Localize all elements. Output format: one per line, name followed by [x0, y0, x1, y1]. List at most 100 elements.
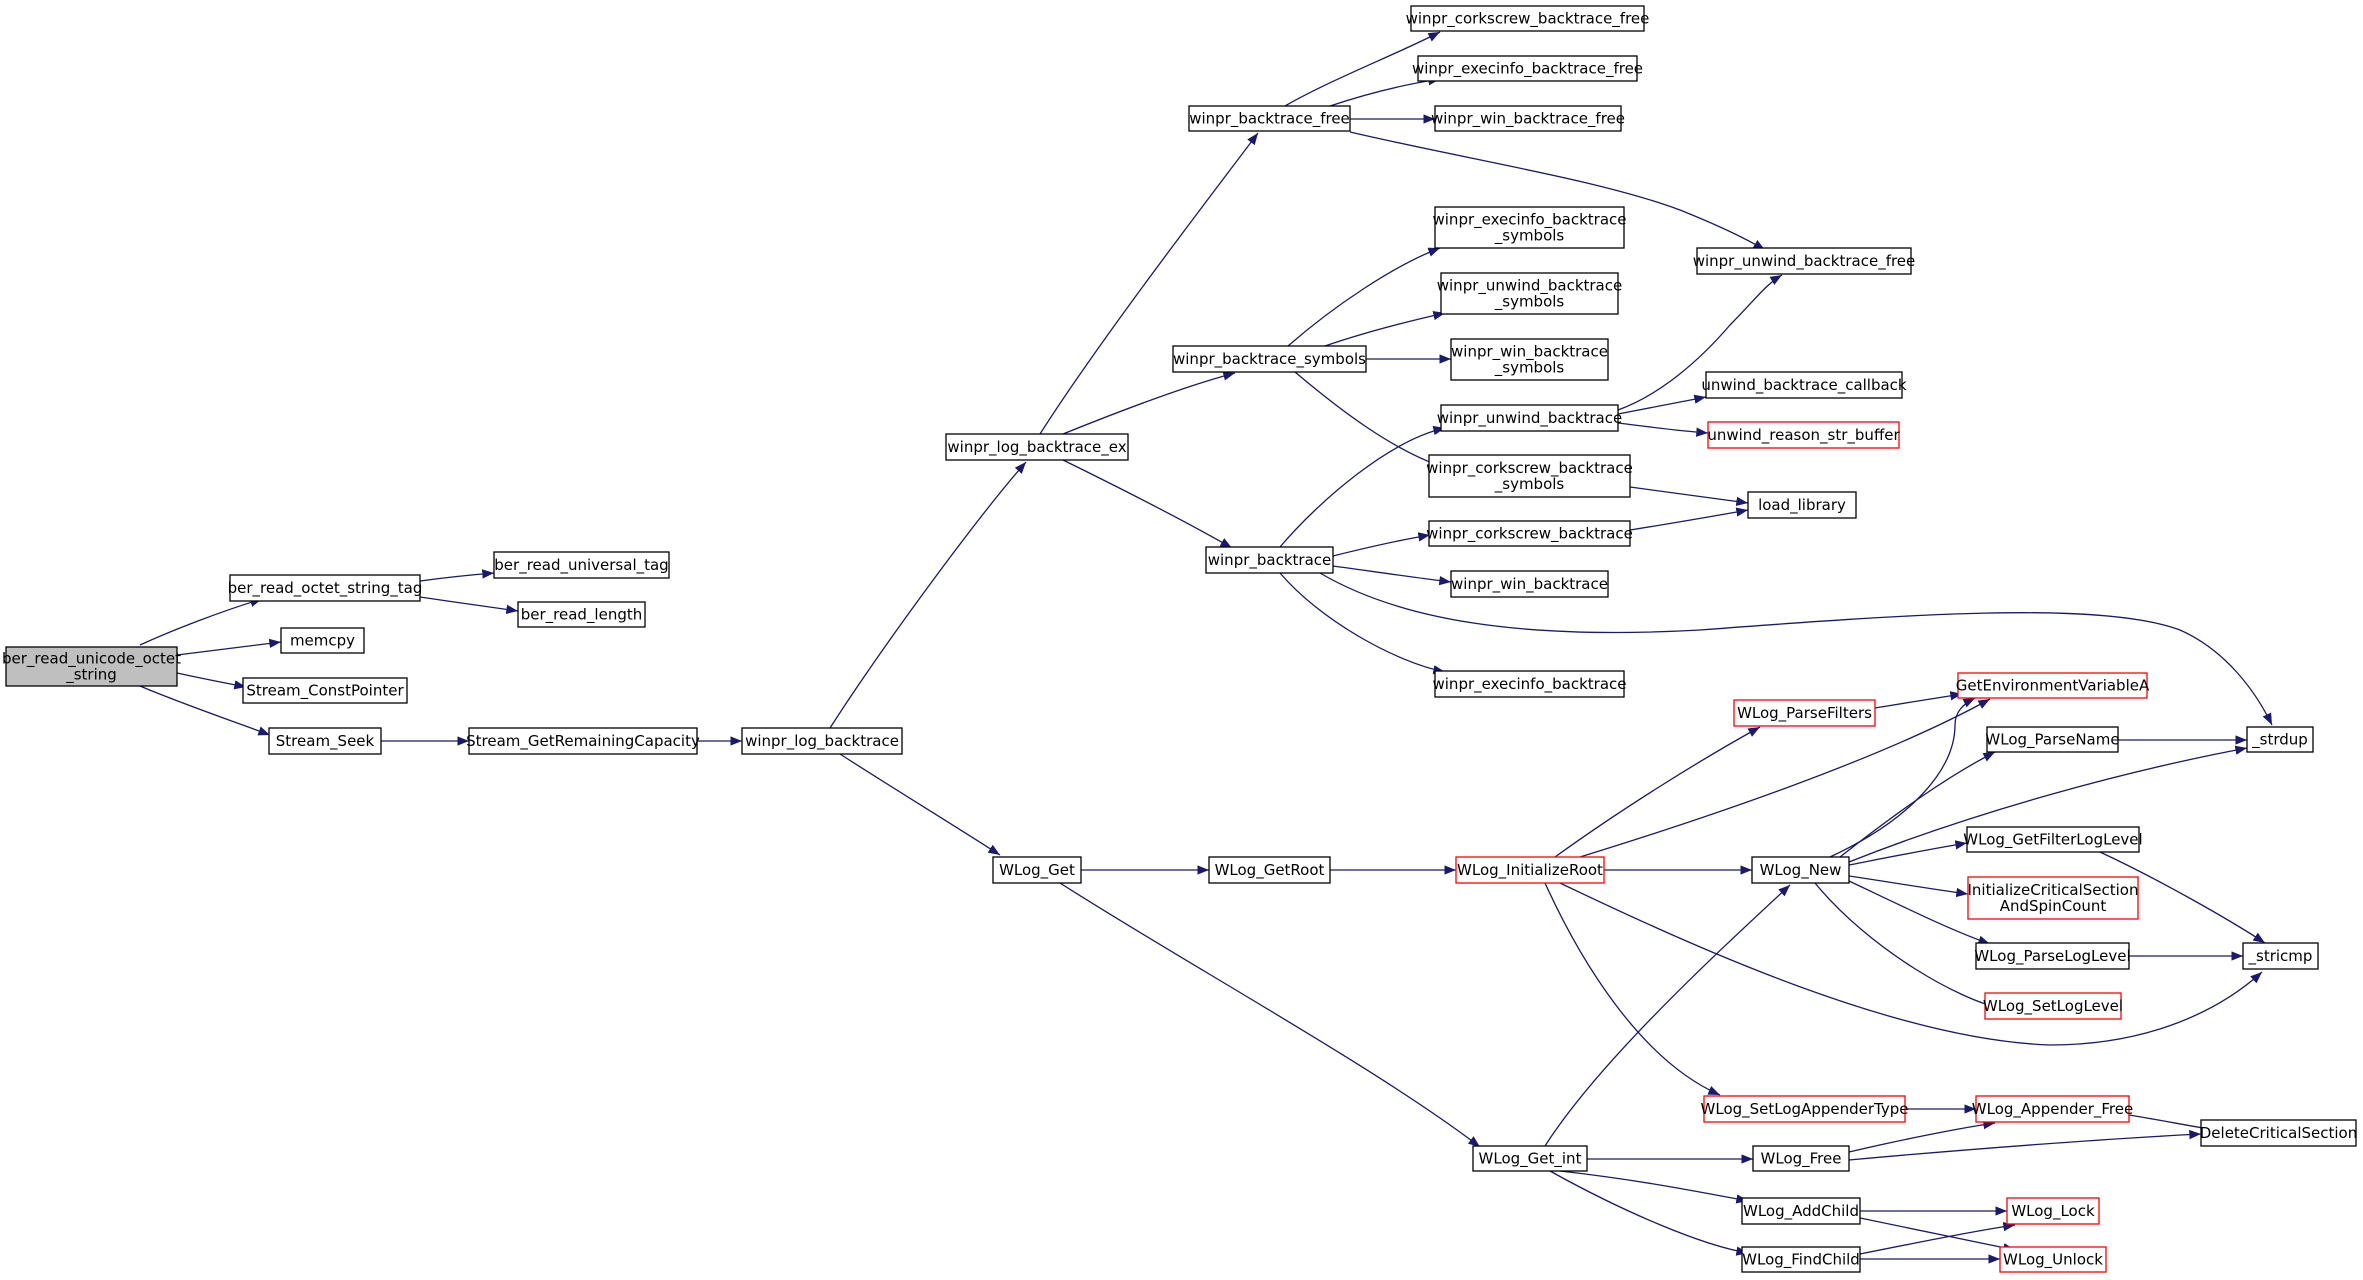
node-label: _symbols: [1494, 475, 1565, 494]
call-edge-WLog_ParseFilters-to-GetEnvironmentVariableA: [1874, 691, 1963, 709]
function-node-WLog_ParseFilters[interactable]: WLog_ParseFilters: [1733, 699, 1876, 727]
node-label: WLog_InitializeRoot: [1457, 861, 1603, 880]
node-label: InitializeCriticalSection: [1968, 881, 2139, 899]
function-node-winpr_log_backtrace[interactable]: winpr_log_backtrace: [741, 727, 903, 755]
function-node-memcpy[interactable]: memcpy: [280, 627, 365, 654]
function-node-WLog_ParseName[interactable]: WLog_ParseName: [1985, 726, 2120, 753]
function-node-unwind_reason_str_buffer[interactable]: unwind_reason_str_buffer: [1707, 421, 1901, 449]
function-node-ber_read_universal_tag[interactable]: ber_read_universal_tag: [493, 551, 670, 579]
function-node-ber_read_length[interactable]: ber_read_length: [517, 601, 646, 628]
call-edge-WLog_Get_int-to-WLog_AddChild: [1559, 1170, 1749, 1204]
node-label: WLog_AddChild: [1743, 1202, 1859, 1221]
call-edge-WLog_New-to-WLog_GetFilterLogLevel: [1848, 840, 1968, 866]
function-node-WLog_Lock[interactable]: WLog_Lock: [2006, 1197, 2100, 1225]
node-box: [1707, 421, 1900, 449]
call-edge-WLog_New-to-GetEnvironmentVariableA: [1829, 697, 1976, 858]
node-box: [1410, 5, 1645, 32]
node-box: [1703, 1095, 1906, 1123]
function-node-winpr_corkscrew_backtrace_free[interactable]: winpr_corkscrew_backtrace_free: [1406, 5, 1650, 32]
function-node-WLog_InitializeRoot[interactable]: WLog_InitializeRoot: [1455, 856, 1605, 884]
node-label: WLog_Appender_Free: [1972, 1100, 2133, 1119]
node-box: [1752, 1145, 1850, 1172]
function-node-winpr_execinfo_backtrace_symbols[interactable]: winpr_execinfo_backtrace_symbols: [1433, 206, 1627, 249]
function-node-WLog_GetRoot[interactable]: WLog_GetRoot: [1208, 856, 1331, 884]
call-edge-WLog_New-to-InitializeCriticalSectionAndSpinCount: [1848, 875, 1969, 898]
function-node-GetEnvironmentVariableA[interactable]: GetEnvironmentVariableA: [1956, 672, 2150, 699]
function-node-WLog_Appender_Free[interactable]: WLog_Appender_Free: [1972, 1095, 2133, 1123]
node-label: winpr_unwind_backtrace: [1437, 277, 1622, 296]
function-node-WLog_SetLogLevel[interactable]: WLog_SetLogLevel: [1983, 992, 2123, 1020]
function-node-WLog_New[interactable]: WLog_New: [1751, 856, 1850, 884]
node-label: GetEnvironmentVariableA: [1956, 677, 2150, 695]
node-box: [1986, 726, 2119, 753]
function-node-unwind_backtrace_callback[interactable]: unwind_backtrace_callback: [1701, 371, 1907, 399]
function-node-WLog_Get_int[interactable]: WLog_Get_int: [1472, 1145, 1588, 1172]
function-node-winpr_unwind_backtrace_symbols[interactable]: winpr_unwind_backtrace_symbols: [1437, 272, 1622, 315]
node-label: winpr_corkscrew_backtrace: [1426, 525, 1633, 544]
node-label: WLog_Unlock: [2003, 1251, 2103, 1270]
node-label: DeleteCriticalSection: [2200, 1124, 2357, 1142]
function-node-Stream_Seek[interactable]: Stream_Seek: [268, 727, 382, 755]
node-label: WLog_GetRoot: [1215, 861, 1325, 880]
node-label: winpr_backtrace: [1208, 551, 1332, 570]
node-label: _symbols: [1494, 293, 1565, 312]
function-node-winpr_win_backtrace_symbols[interactable]: winpr_win_backtrace_symbols: [1450, 338, 1609, 381]
node-label: Stream_ConstPointer: [246, 682, 404, 701]
node-label: winpr_backtrace_free: [1189, 110, 1350, 129]
node-label: WLog_ParseName: [1985, 731, 2119, 750]
function-node-winpr_backtrace_symbols[interactable]: winpr_backtrace_symbols: [1172, 345, 1367, 373]
function-node-winpr_win_backtrace[interactable]: winpr_win_backtrace: [1450, 570, 1609, 598]
call-edge-winpr_log_backtrace_ex-to-winpr_backtrace_symbols: [1062, 371, 1236, 435]
call-edge-WLog_New-to-WLog_ParseName: [1839, 751, 1996, 858]
node-box: [1208, 856, 1331, 884]
call-edge-winpr_backtrace-to-winpr_corkscrew_backtrace: [1332, 532, 1431, 557]
call-edge-WLog_New-to-WLog_SetLogLevel: [1814, 882, 2001, 1011]
node-label: winpr_win_backtrace: [1451, 343, 1608, 362]
function-node-_stricmp[interactable]: _stricmp: [2242, 942, 2319, 970]
function-node-winpr_corkscrew_backtrace[interactable]: winpr_corkscrew_backtrace: [1426, 520, 1633, 547]
call-edge-WLog_Get_int-to-WLog_New: [1544, 884, 1791, 1147]
function-node-WLog_FindChild[interactable]: WLog_FindChild: [1741, 1246, 1861, 1273]
function-node-winpr_unwind_backtrace[interactable]: winpr_unwind_backtrace: [1437, 404, 1622, 432]
function-node-winpr_corkscrew_backtrace_symbols[interactable]: winpr_corkscrew_backtrace_symbols: [1426, 454, 1633, 498]
function-node-winpr_backtrace[interactable]: winpr_backtrace: [1205, 546, 1334, 574]
call-edge-winpr_log_backtrace_ex-to-winpr_backtrace_free: [1039, 132, 1259, 435]
function-node-WLog_Free[interactable]: WLog_Free: [1752, 1145, 1850, 1172]
function-node-WLog_AddChild[interactable]: WLog_AddChild: [1741, 1197, 1861, 1225]
function-node-winpr_log_backtrace_ex[interactable]: winpr_log_backtrace_ex: [945, 433, 1129, 461]
function-node-Stream_GetRemainingCapacity[interactable]: Stream_GetRemainingCapacity: [466, 727, 700, 755]
node-label: WLog_ParseFilters: [1737, 704, 1872, 723]
call-edge-WLog_GetFilterLogLevel-to-_stricmp: [2099, 851, 2266, 944]
node-box: [1957, 672, 2148, 699]
node-box: [1172, 345, 1367, 373]
call-edge-root-to-Stream_Seek: [139, 685, 271, 736]
function-node-Stream_ConstPointer[interactable]: Stream_ConstPointer: [242, 677, 408, 704]
function-node-root[interactable]: ber_read_unicode_octet_string: [2, 646, 181, 687]
node-label: ber_read_unicode_octet: [2, 650, 181, 669]
function-node-WLog_ParseLogLevel[interactable]: WLog_ParseLogLevel: [1974, 942, 2131, 970]
function-node-WLog_Get[interactable]: WLog_Get: [992, 856, 1082, 884]
node-box: [1205, 546, 1334, 574]
function-node-winpr_win_backtrace_free[interactable]: winpr_win_backtrace_free: [1431, 105, 1625, 132]
node-label: winpr_execinfo_backtrace: [1433, 211, 1627, 230]
function-node-winpr_backtrace_free[interactable]: winpr_backtrace_free: [1188, 105, 1351, 132]
call-edge-winpr_backtrace-to-winpr_execinfo_backtrace: [1279, 572, 1446, 675]
call-edge-winpr_backtrace-to-_strdup: [1319, 572, 2273, 726]
node-label: WLog_SetLogAppenderType: [1701, 1100, 1909, 1119]
function-node-ber_read_octet_string_tag[interactable]: ber_read_octet_string_tag: [228, 574, 423, 602]
function-node-winpr_unwind_backtrace_free[interactable]: winpr_unwind_backtrace_free: [1693, 247, 1916, 275]
call-edge-WLog_AddChild-to-WLog_Unlock: [1859, 1217, 2016, 1253]
function-node-winpr_execinfo_backtrace_free[interactable]: winpr_execinfo_backtrace_free: [1412, 55, 1643, 82]
function-node-WLog_GetFilterLogLevel[interactable]: WLog_GetFilterLogLevel: [1963, 826, 2143, 853]
node-box: [1428, 520, 1631, 547]
function-node-winpr_execinfo_backtrace[interactable]: winpr_execinfo_backtrace: [1433, 670, 1627, 698]
function-node-load_library[interactable]: load_library: [1747, 491, 1857, 519]
function-node-WLog_Unlock[interactable]: WLog_Unlock: [1999, 1246, 2107, 1273]
call-edge-winpr_log_backtrace-to-winpr_log_backtrace_ex: [829, 461, 1027, 729]
function-node-WLog_SetLogAppenderType[interactable]: WLog_SetLogAppenderType: [1701, 1095, 1909, 1123]
function-node-DeleteCriticalSection[interactable]: DeleteCriticalSection: [2200, 1119, 2357, 1147]
node-label: ber_read_length: [521, 606, 643, 625]
call-edge-WLog_InitializeRoot-to-GetEnvironmentVariableA: [1579, 698, 1991, 858]
function-node-_strdup[interactable]: _strdup: [2246, 726, 2314, 753]
